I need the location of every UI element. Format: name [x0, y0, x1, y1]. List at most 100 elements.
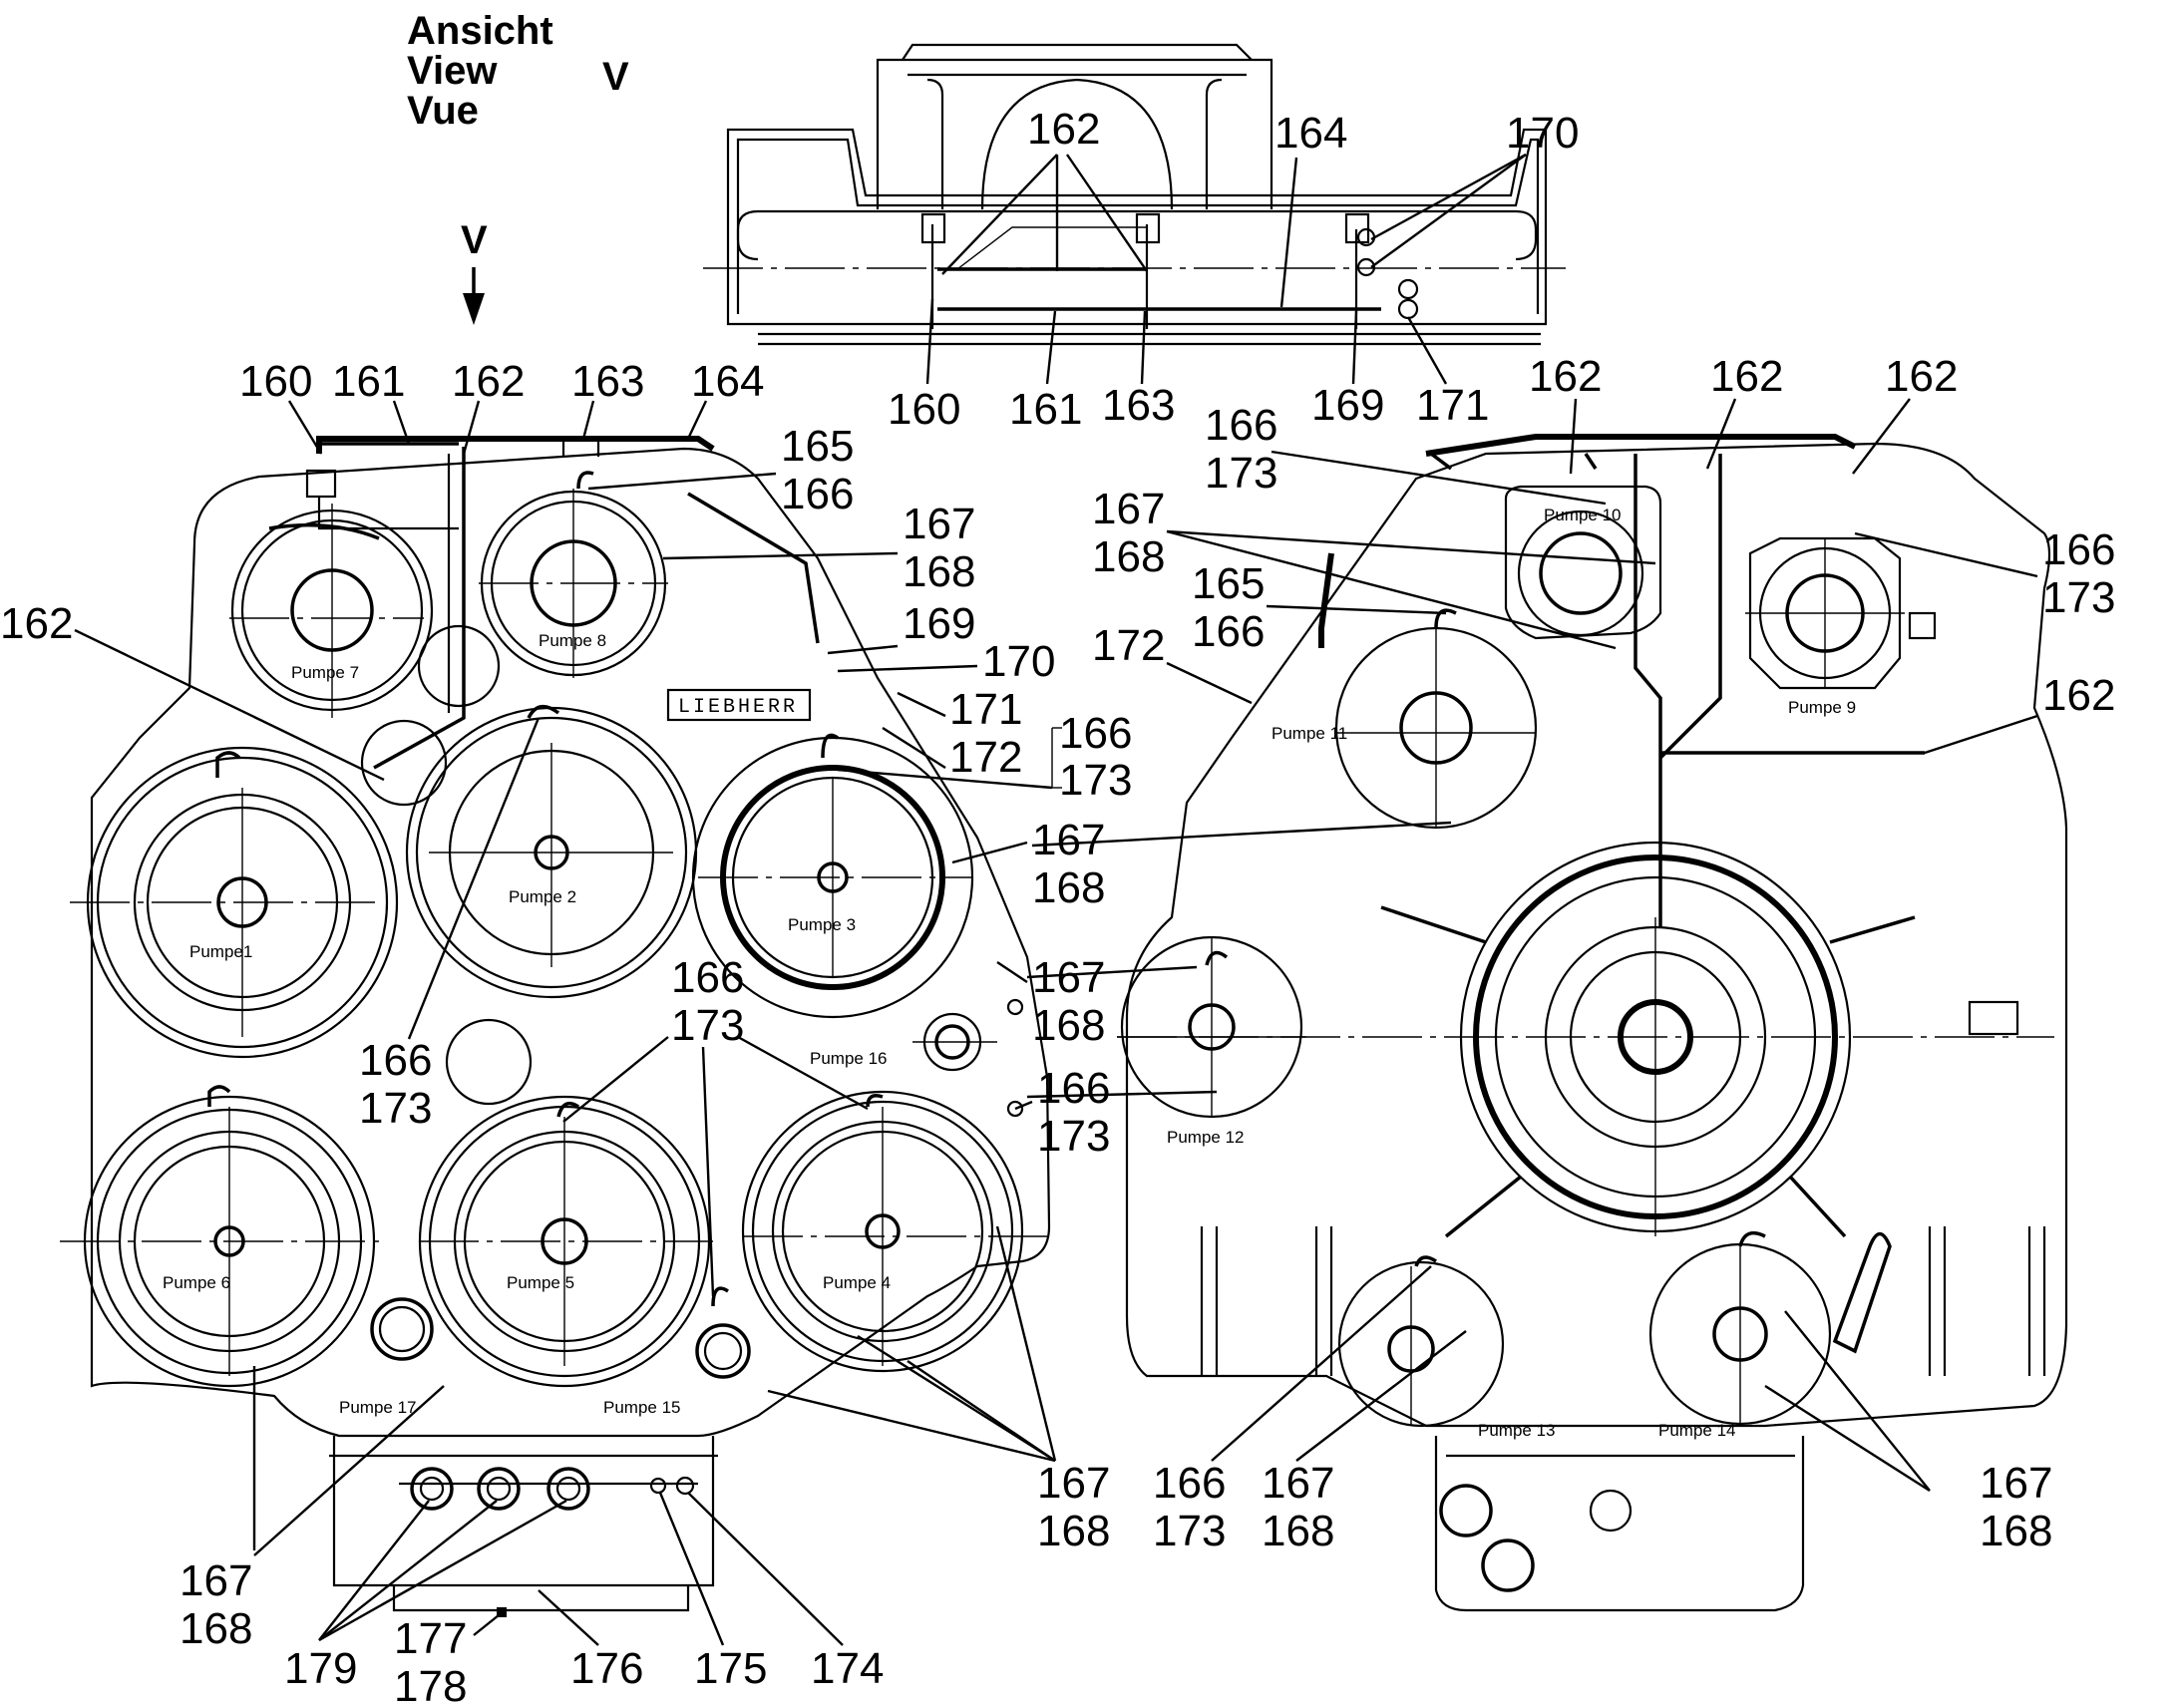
- callout-r-172: 172: [1092, 621, 1165, 670]
- pump-11-label: Pumpe 11: [1272, 724, 1347, 743]
- top-view-callouts: 162 164 170 160 161 163 169 171: [888, 105, 1579, 434]
- pump-3-label: Pumpe 3: [788, 915, 856, 934]
- pump-11: Pumpe 11: [1272, 608, 1538, 830]
- callout-l-167e: 167: [180, 1556, 252, 1605]
- callout-r-168c: 168: [1980, 1507, 2052, 1555]
- callout-l-166c: 166: [359, 1036, 432, 1085]
- callout-l-162a: 162: [452, 357, 525, 406]
- pump-9: Pumpe 9: [1745, 536, 1937, 717]
- callout-top-170: 170: [1506, 109, 1579, 158]
- callout-l-168d: 168: [1037, 1507, 1110, 1555]
- pump-12-label: Pumpe 12: [1167, 1128, 1245, 1147]
- callout-l-173e: 168: [1032, 1001, 1105, 1050]
- pump-6: Pumpe 6: [60, 1085, 379, 1388]
- pump-8: Pumpe 8: [479, 471, 668, 678]
- callout-l-170: 170: [982, 637, 1055, 686]
- pump-4-label: Pumpe 4: [823, 1273, 891, 1292]
- callout-r-167c: 167: [1980, 1459, 2052, 1508]
- callout-l-162b: 162: [0, 599, 73, 648]
- pump-7: Pumpe 7: [229, 504, 434, 718]
- callout-l-173d: 173: [671, 1001, 744, 1050]
- right-gearbox: Pumpe 10 Pumpe 9 Pumpe 11: [1117, 434, 2068, 1612]
- callout-top-164: 164: [1274, 109, 1347, 158]
- callout-l-168a: 168: [903, 547, 975, 596]
- liebherr-plate: [666, 688, 812, 722]
- callout-l-163: 163: [571, 357, 644, 406]
- callout-l-161: 161: [332, 357, 405, 406]
- pump-1-label: Pumpe1: [189, 942, 252, 961]
- callout-top-163: 163: [1102, 381, 1175, 430]
- pump-3: Pumpe 3: [691, 733, 974, 1019]
- callout-r-166b: 166: [1192, 607, 1265, 656]
- callout-r-173c: 173: [2042, 573, 2115, 622]
- callout-r-173a: 173: [1205, 449, 1277, 498]
- callout-l-169: 169: [903, 599, 975, 648]
- callout-r-167b: 167: [1262, 1459, 1334, 1508]
- right-view-callouts: 162 162 162 166 173 167 168 165 166 172 …: [1026, 352, 2115, 1555]
- top-view: [703, 43, 1566, 346]
- view-heading-fr: Vue: [407, 89, 479, 133]
- callout-r-162a: 162: [1529, 352, 1602, 401]
- pump-1: Pumpe1: [70, 746, 399, 1059]
- callout-l-173c: 173: [359, 1084, 432, 1133]
- callout-r-162b: 162: [1710, 352, 1783, 401]
- callout-top-171: 171: [1416, 381, 1489, 430]
- view-arrow-label: V: [461, 218, 488, 262]
- callout-l-168b: 168: [1032, 863, 1105, 912]
- callout-r-168b: 168: [1262, 1507, 1334, 1555]
- callout-l-164: 164: [691, 357, 764, 406]
- callout-r-162d: 162: [2042, 671, 2115, 720]
- callout-l-166b: 166: [1059, 709, 1132, 758]
- pump-12: Pumpe 12: [1117, 935, 1306, 1147]
- callout-l-168c: 173: [1037, 1112, 1110, 1161]
- callout-r-168a: 168: [1092, 532, 1165, 581]
- pump-16-label: Pumpe 16: [810, 1049, 888, 1068]
- callout-r-166c: 166: [2042, 525, 2115, 574]
- view-arrow: V: [461, 218, 488, 325]
- callout-l-166e: 167: [1032, 953, 1105, 1002]
- callout-l-168e: 168: [180, 1604, 252, 1653]
- callout-l-174: 174: [811, 1644, 884, 1693]
- pump-4: Pumpe 4: [741, 1090, 1047, 1373]
- pump-17: Pumpe 17: [339, 1297, 434, 1417]
- callout-top-160: 160: [888, 385, 960, 434]
- callout-top-162: 162: [1027, 105, 1100, 154]
- pump-10-label: Pumpe 10: [1544, 506, 1622, 524]
- pump-5: Pumpe 5: [418, 1095, 713, 1388]
- pump-13-label: Pumpe 13: [1478, 1421, 1556, 1440]
- pump-15-label: Pumpe 15: [603, 1398, 681, 1417]
- callout-l-166a: 166: [781, 470, 854, 518]
- pump-14-label: Pumpe 14: [1658, 1421, 1736, 1440]
- callout-r-162c: 162: [1885, 352, 1958, 401]
- pump-17-label: Pumpe 17: [339, 1398, 417, 1417]
- pump-9-label: Pumpe 9: [1788, 698, 1856, 717]
- left-gearbox: Pumpe 7 Pumpe 8 LIEBHERR Pumpe1: [60, 436, 1051, 1617]
- callout-l-177: 177: [394, 1614, 467, 1663]
- pump-2-label: Pumpe 2: [509, 887, 576, 906]
- left-view-callouts: 160 161 162 163 164 165 166 167 168 169 …: [0, 357, 1132, 1708]
- view-heading-de: Ansicht: [407, 9, 553, 53]
- callout-top-161: 161: [1009, 385, 1082, 434]
- callout-r-166d: 166: [1153, 1459, 1226, 1508]
- pump-8-label: Pumpe 8: [539, 631, 606, 650]
- callout-l-167d: 167: [1037, 1459, 1110, 1508]
- callout-l-178: 178: [394, 1662, 467, 1708]
- pump-15: Pumpe 15: [603, 1286, 751, 1417]
- pump-13: Pumpe 13: [1337, 1255, 1556, 1440]
- pump-7-label: Pumpe 7: [291, 663, 359, 682]
- callout-l-167a: 167: [903, 500, 975, 548]
- callout-r-173d: 173: [1153, 1507, 1226, 1555]
- callout-r-167a: 167: [1092, 485, 1165, 533]
- callout-l-160: 160: [239, 357, 312, 406]
- liebherr-plate-text: LIEBHERR: [678, 696, 798, 719]
- pump-2: Pumpe 2: [405, 704, 698, 999]
- callout-l-176: 176: [570, 1644, 643, 1693]
- pump-5-label: Pumpe 5: [507, 1273, 574, 1292]
- callout-l-167c: 166: [1037, 1064, 1110, 1113]
- view-heading-en: View: [407, 49, 498, 93]
- callout-r-165: 165: [1192, 559, 1265, 608]
- callout-l-172: 172: [949, 733, 1022, 782]
- view-letter: V: [602, 55, 629, 99]
- callout-l-171: 171: [949, 685, 1022, 734]
